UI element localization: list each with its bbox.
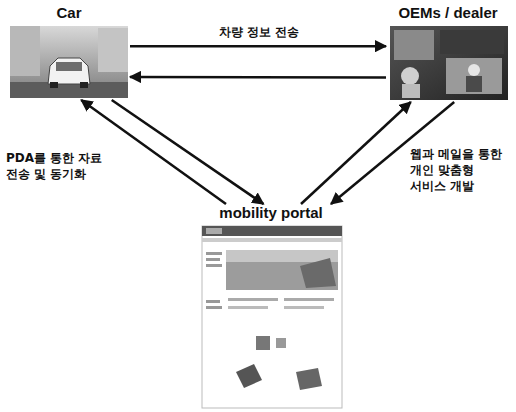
node-heading: OEMs / dealer (386, 4, 510, 22)
dealer-photo (390, 26, 508, 100)
node-heading: mobility portal (196, 204, 346, 222)
car-photo (10, 26, 128, 98)
portal-screenshot (202, 226, 342, 408)
edge-label: PDA를 통한 자료 전송 및 동기화 (6, 150, 118, 182)
connector-arrow (130, 45, 386, 48)
node-heading: Car (8, 4, 130, 22)
edge-label: 차량 정보 전송 (200, 24, 318, 40)
edge-label: 웹과 메일을 통한 개인 맞춤형 서비스 개발 (410, 146, 510, 194)
node-box: Car (8, 4, 130, 100)
node-box: mobility portal (196, 204, 346, 409)
connector-arrow (112, 100, 264, 204)
node-box: OEMs / dealer (386, 4, 510, 102)
connector-arrow (130, 76, 386, 79)
